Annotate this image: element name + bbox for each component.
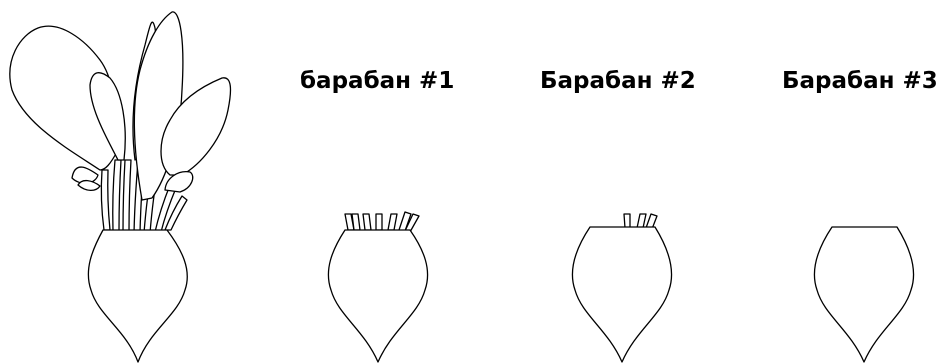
beet-root-1 [328,230,427,362]
drum-1-label: барабан #1 [300,70,454,93]
drum-2-label: Барабан #2 [540,70,696,93]
beet-drum-1 [328,212,427,362]
beet-root-3 [814,227,913,362]
drum-3-label: Барабан #3 [782,70,938,93]
beet-root [88,230,187,362]
stem-stubs-1 [345,212,419,232]
beet-drum-2 [572,214,671,362]
beet-root-2 [572,227,671,362]
beet-drum-3 [814,227,913,362]
whole-beet [10,12,231,362]
